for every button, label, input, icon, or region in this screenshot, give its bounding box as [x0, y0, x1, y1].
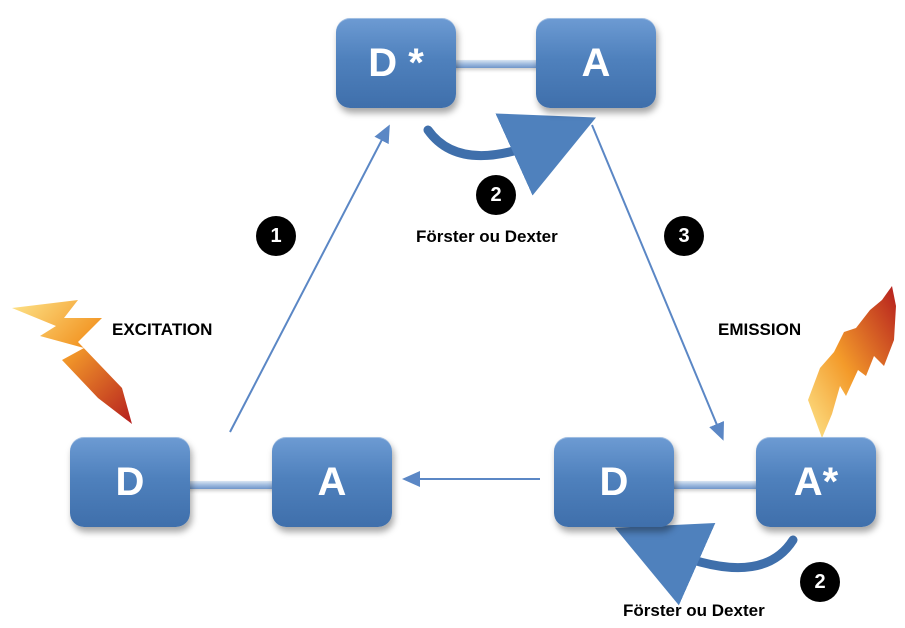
donor-excited-box: D * [336, 18, 456, 108]
emission-lightning-icon [808, 286, 896, 438]
donor-box-right: D [554, 437, 674, 527]
emission-arrow [591, 124, 724, 441]
top-bond [452, 60, 538, 68]
donor-box-left: D [70, 437, 190, 527]
step-1-badge: 1 [256, 216, 296, 256]
emission-label: EMISSION [718, 320, 802, 339]
excitation-arrow [229, 124, 390, 433]
step-2-badge-bottom: 2 [800, 562, 840, 602]
transfer-label-top: Förster ou Dexter [416, 227, 558, 246]
left-bond [188, 481, 276, 489]
acceptor-box-left: A [272, 437, 392, 527]
excitation-lightning-icon [12, 300, 132, 424]
acceptor-box-top: A [536, 18, 656, 108]
step-2-badge-top: 2 [476, 175, 516, 215]
top-transfer-curve [423, 113, 597, 196]
acceptor-excited-box: A* [756, 437, 876, 527]
right-bond [670, 481, 760, 489]
step-3-badge: 3 [664, 216, 704, 256]
transfer-label-bottom: Förster ou Dexter [623, 601, 765, 620]
bottom-transfer-curve [614, 523, 798, 606]
excitation-label: EXCITATION [112, 320, 213, 339]
